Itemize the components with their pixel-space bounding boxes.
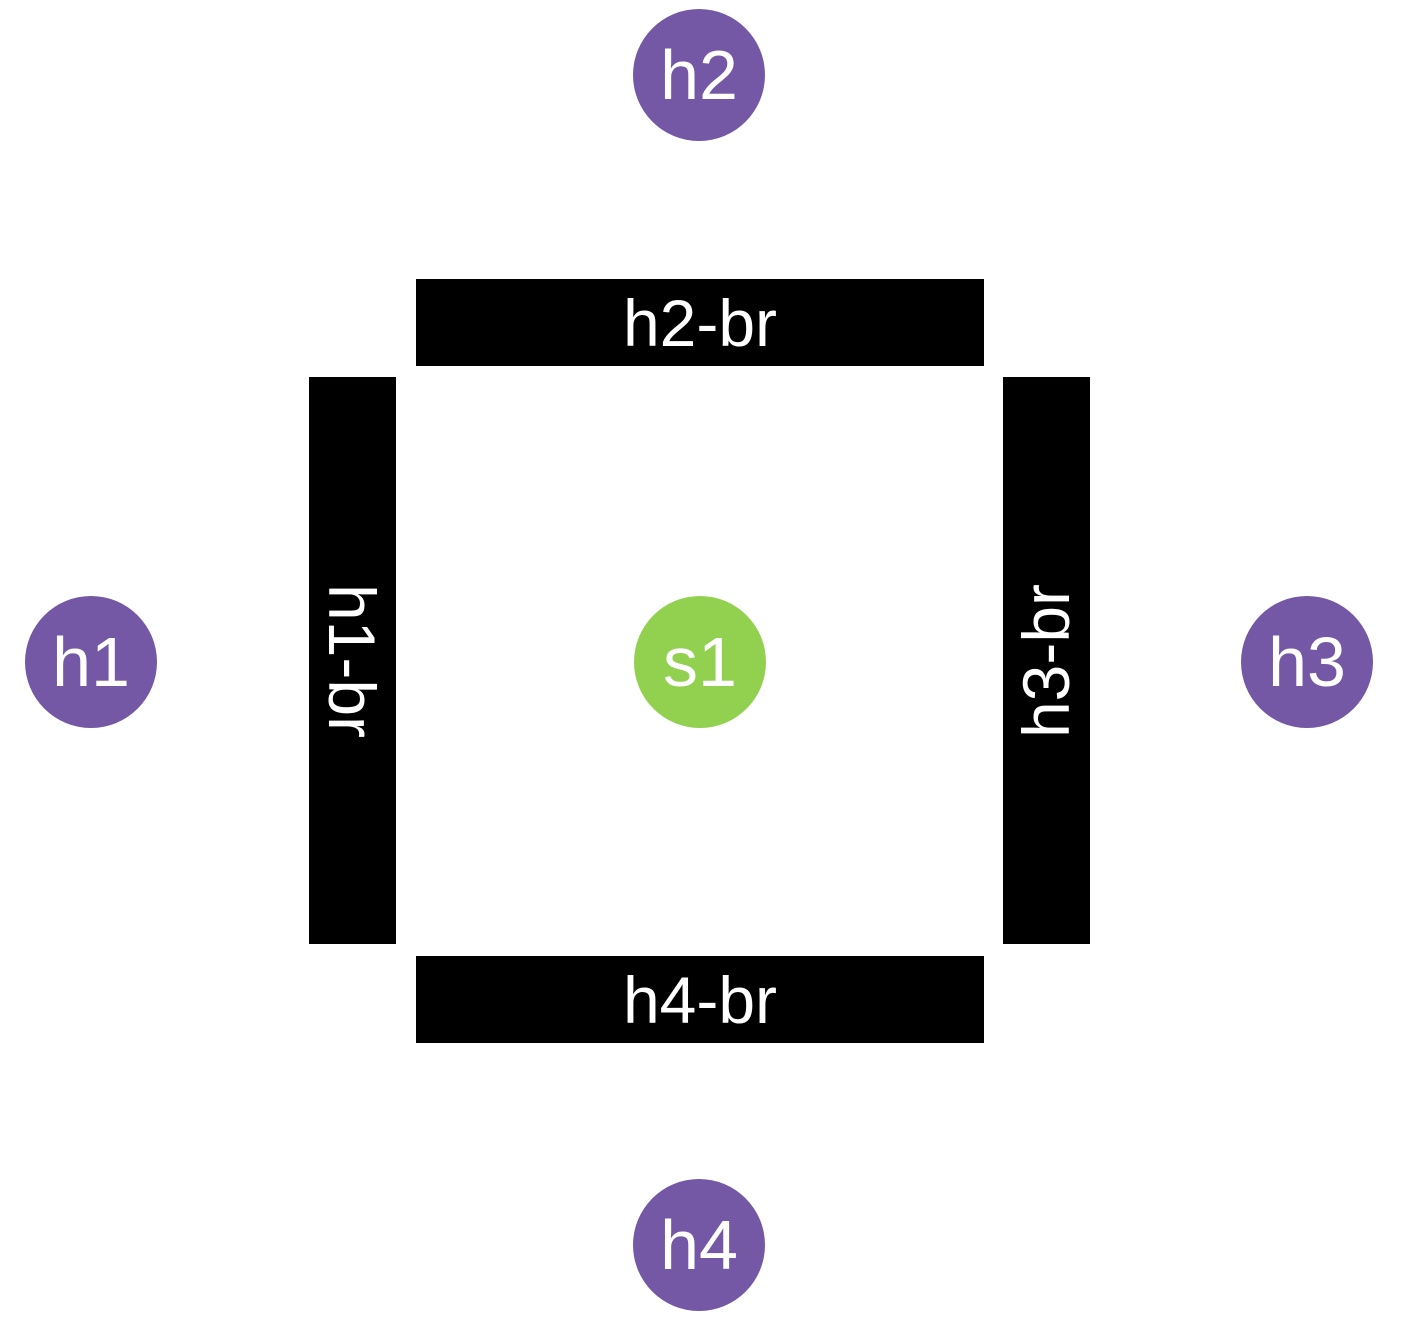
host-node-h1-label: h1 [52, 623, 130, 701]
bridge-h4-br-label: h4-br [622, 962, 778, 1037]
host-node-h2: h2 [633, 9, 765, 141]
bridge-h3-br: h3-br [1003, 377, 1090, 944]
bridge-h2-br: h2-br [416, 279, 984, 366]
host-node-h1: h1 [25, 596, 157, 728]
switch-node-s1-label: s1 [663, 623, 737, 701]
switch-node-s1: s1 [634, 596, 766, 728]
bridge-h4-br: h4-br [416, 956, 984, 1043]
host-node-h4: h4 [633, 1179, 765, 1311]
bridge-h3-br-label: h3-br [1009, 583, 1084, 738]
host-node-h4-label: h4 [660, 1206, 738, 1284]
host-node-h2-label: h2 [660, 36, 738, 114]
bridge-h1-br-label: h1-br [315, 583, 390, 738]
bridge-h1-br: h1-br [309, 377, 396, 944]
host-node-h3: h3 [1241, 596, 1373, 728]
bridge-h2-br-label: h2-br [622, 285, 778, 360]
host-node-h3-label: h3 [1268, 623, 1346, 701]
